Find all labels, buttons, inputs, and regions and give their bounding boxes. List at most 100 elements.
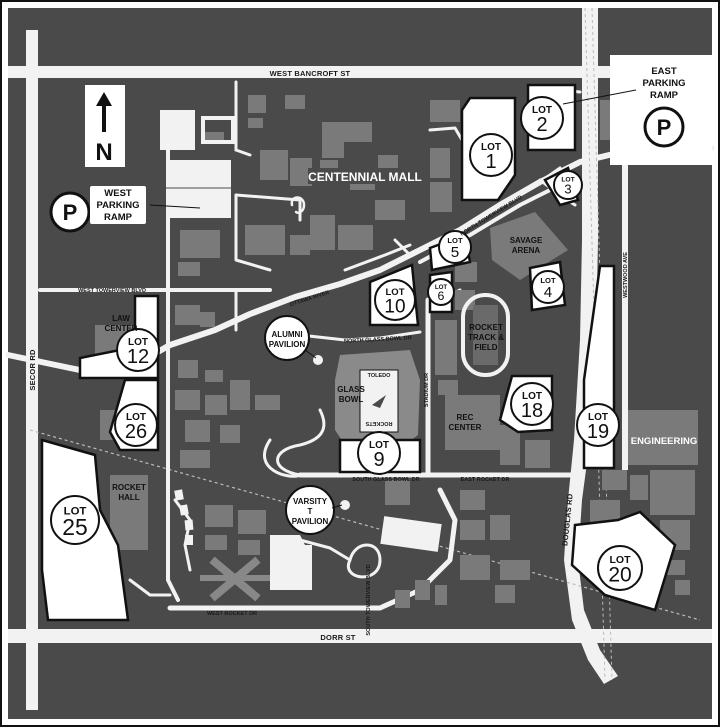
- north-arrow: N: [85, 85, 125, 167]
- lot-20-circle: [597, 545, 643, 591]
- alumni-label-2: PAVILION: [269, 340, 306, 349]
- lot-2-number: 2: [536, 114, 547, 136]
- dorr-label: DORR ST: [320, 633, 355, 642]
- rec-center-label-1: REC: [457, 413, 474, 422]
- lot-10-circle: [374, 279, 416, 321]
- rocket-track-label-3: FIELD: [474, 343, 497, 352]
- lot-6-number: 6: [438, 289, 445, 303]
- westwood-road: [622, 150, 628, 470]
- field-end-label-top: TOLEDO: [368, 373, 392, 379]
- west-rocket-label: WEST ROCKET DR: [207, 611, 257, 617]
- east-ramp-label-2: PARKING: [642, 78, 685, 89]
- buildings: [95, 95, 698, 608]
- east-ramp-p-letter: P: [657, 115, 672, 140]
- lot-5-circle: [438, 230, 472, 264]
- lot-20-number: 20: [608, 564, 631, 587]
- lot-markers: LOT1LOT2LOT3LOT4LOT5LOT6LOT9LOT10LOT12LO…: [50, 96, 643, 591]
- lot-1-word: LOT: [481, 142, 501, 153]
- lot-19-number: 19: [587, 421, 609, 443]
- lot-6-circle: [427, 278, 455, 306]
- lot-20-word: LOT: [610, 554, 632, 566]
- lot-1-circle: [469, 133, 513, 177]
- south-glass-bowl-label: SOUTH GLASS BOWL DR: [352, 477, 419, 483]
- glass-bowl-stadium: TOLEDO ROCKETS: [335, 350, 420, 445]
- lot-5-number: 5: [451, 244, 459, 261]
- savage-arena-label-1: SAVAGE: [510, 236, 543, 245]
- east-ramp-label-3: RAMP: [650, 90, 679, 101]
- lot-6-word: LOT: [435, 284, 448, 291]
- lot-18-word: LOT: [522, 391, 542, 402]
- west-ramp-p-letter: P: [63, 200, 78, 225]
- alumni-label-1: ALUMNI: [271, 330, 302, 339]
- glass-bowl-label-1: GLASS: [337, 385, 365, 394]
- area-labels: CENTENNIAL MALL SAVAGE ARENA ROCKET TRAC…: [105, 168, 697, 502]
- lot-10-word: LOT: [386, 287, 405, 298]
- lot-19-circle: [576, 403, 620, 447]
- westwood-label: WESTWOOD AVE: [623, 252, 629, 298]
- lot-18-circle: [510, 382, 554, 426]
- secor-road: [26, 30, 38, 710]
- rocket-hall-label-1: ROCKET: [112, 483, 146, 492]
- field-end-label-bottom: ROCKETS: [365, 420, 392, 426]
- law-center-label-2: CENTER: [105, 324, 138, 333]
- lot-12-circle: [116, 328, 160, 372]
- railroad: [29, 429, 701, 621]
- west-ramp-p-icon: [49, 191, 91, 233]
- centennial-mall-label: CENTENNIAL MALL: [308, 170, 422, 184]
- north-glass-bowl-label: NORTH GLASS BOWL DR: [344, 335, 412, 345]
- lot-25-word: LOT: [64, 505, 87, 517]
- lot-18-number: 18: [521, 400, 543, 422]
- lot-9-word: LOT: [369, 440, 389, 451]
- lot-1-number: 1: [485, 151, 496, 173]
- lot-12-number: 12: [127, 346, 149, 368]
- secor-label: SECOR RD: [28, 349, 37, 391]
- dorr-road: [8, 629, 712, 643]
- lot-9-circle: [357, 431, 401, 475]
- glass-bowl-label-2: BOWL: [339, 395, 364, 404]
- varsity-pavilion-callout: VARSITY T PAVILION: [285, 485, 343, 535]
- north-arrow-icon: [96, 92, 112, 132]
- lot-25-number: 25: [62, 514, 87, 540]
- lot-26-circle: [114, 403, 158, 447]
- lot-2-circle: [520, 96, 564, 140]
- lot-26-number: 26: [125, 421, 147, 443]
- lot-26-word: LOT: [126, 412, 146, 423]
- lot-10-number: 10: [384, 296, 405, 317]
- rocket-track-label-1: ROCKET: [469, 323, 503, 332]
- east-parking-ramp: P EAST PARKING RAMP: [562, 55, 712, 165]
- west-ramp-label-1-top: WEST: [104, 188, 132, 199]
- lot-2-word: LOT: [532, 105, 552, 116]
- varsity-label-1: VARSITY: [293, 497, 328, 506]
- west-bancroft-road: [8, 66, 712, 78]
- east-rocket-label: EAST ROCKET DR: [461, 477, 510, 483]
- lot-4-circle: [531, 270, 565, 304]
- lot-12-word: LOT: [128, 337, 148, 348]
- lot-5-word: LOT: [447, 236, 463, 245]
- west-ramp-label-3-top: RAMP: [104, 212, 133, 223]
- lot-4-word: LOT: [540, 276, 556, 285]
- varsity-label-3: PAVILION: [292, 517, 329, 526]
- north-letter: N: [95, 139, 112, 166]
- west-bancroft-label: WEST BANCROFT ST: [270, 69, 351, 78]
- west-ramp-label-2-top: PARKING: [96, 200, 139, 211]
- lot-4-number: 4: [544, 284, 552, 301]
- west-towerview-label: WEST TOWERVIEW BLVD: [78, 288, 146, 294]
- lot-3-circle: [553, 170, 583, 200]
- law-center-label-1: LAW: [112, 314, 130, 323]
- varsity-label-2: T: [308, 507, 313, 516]
